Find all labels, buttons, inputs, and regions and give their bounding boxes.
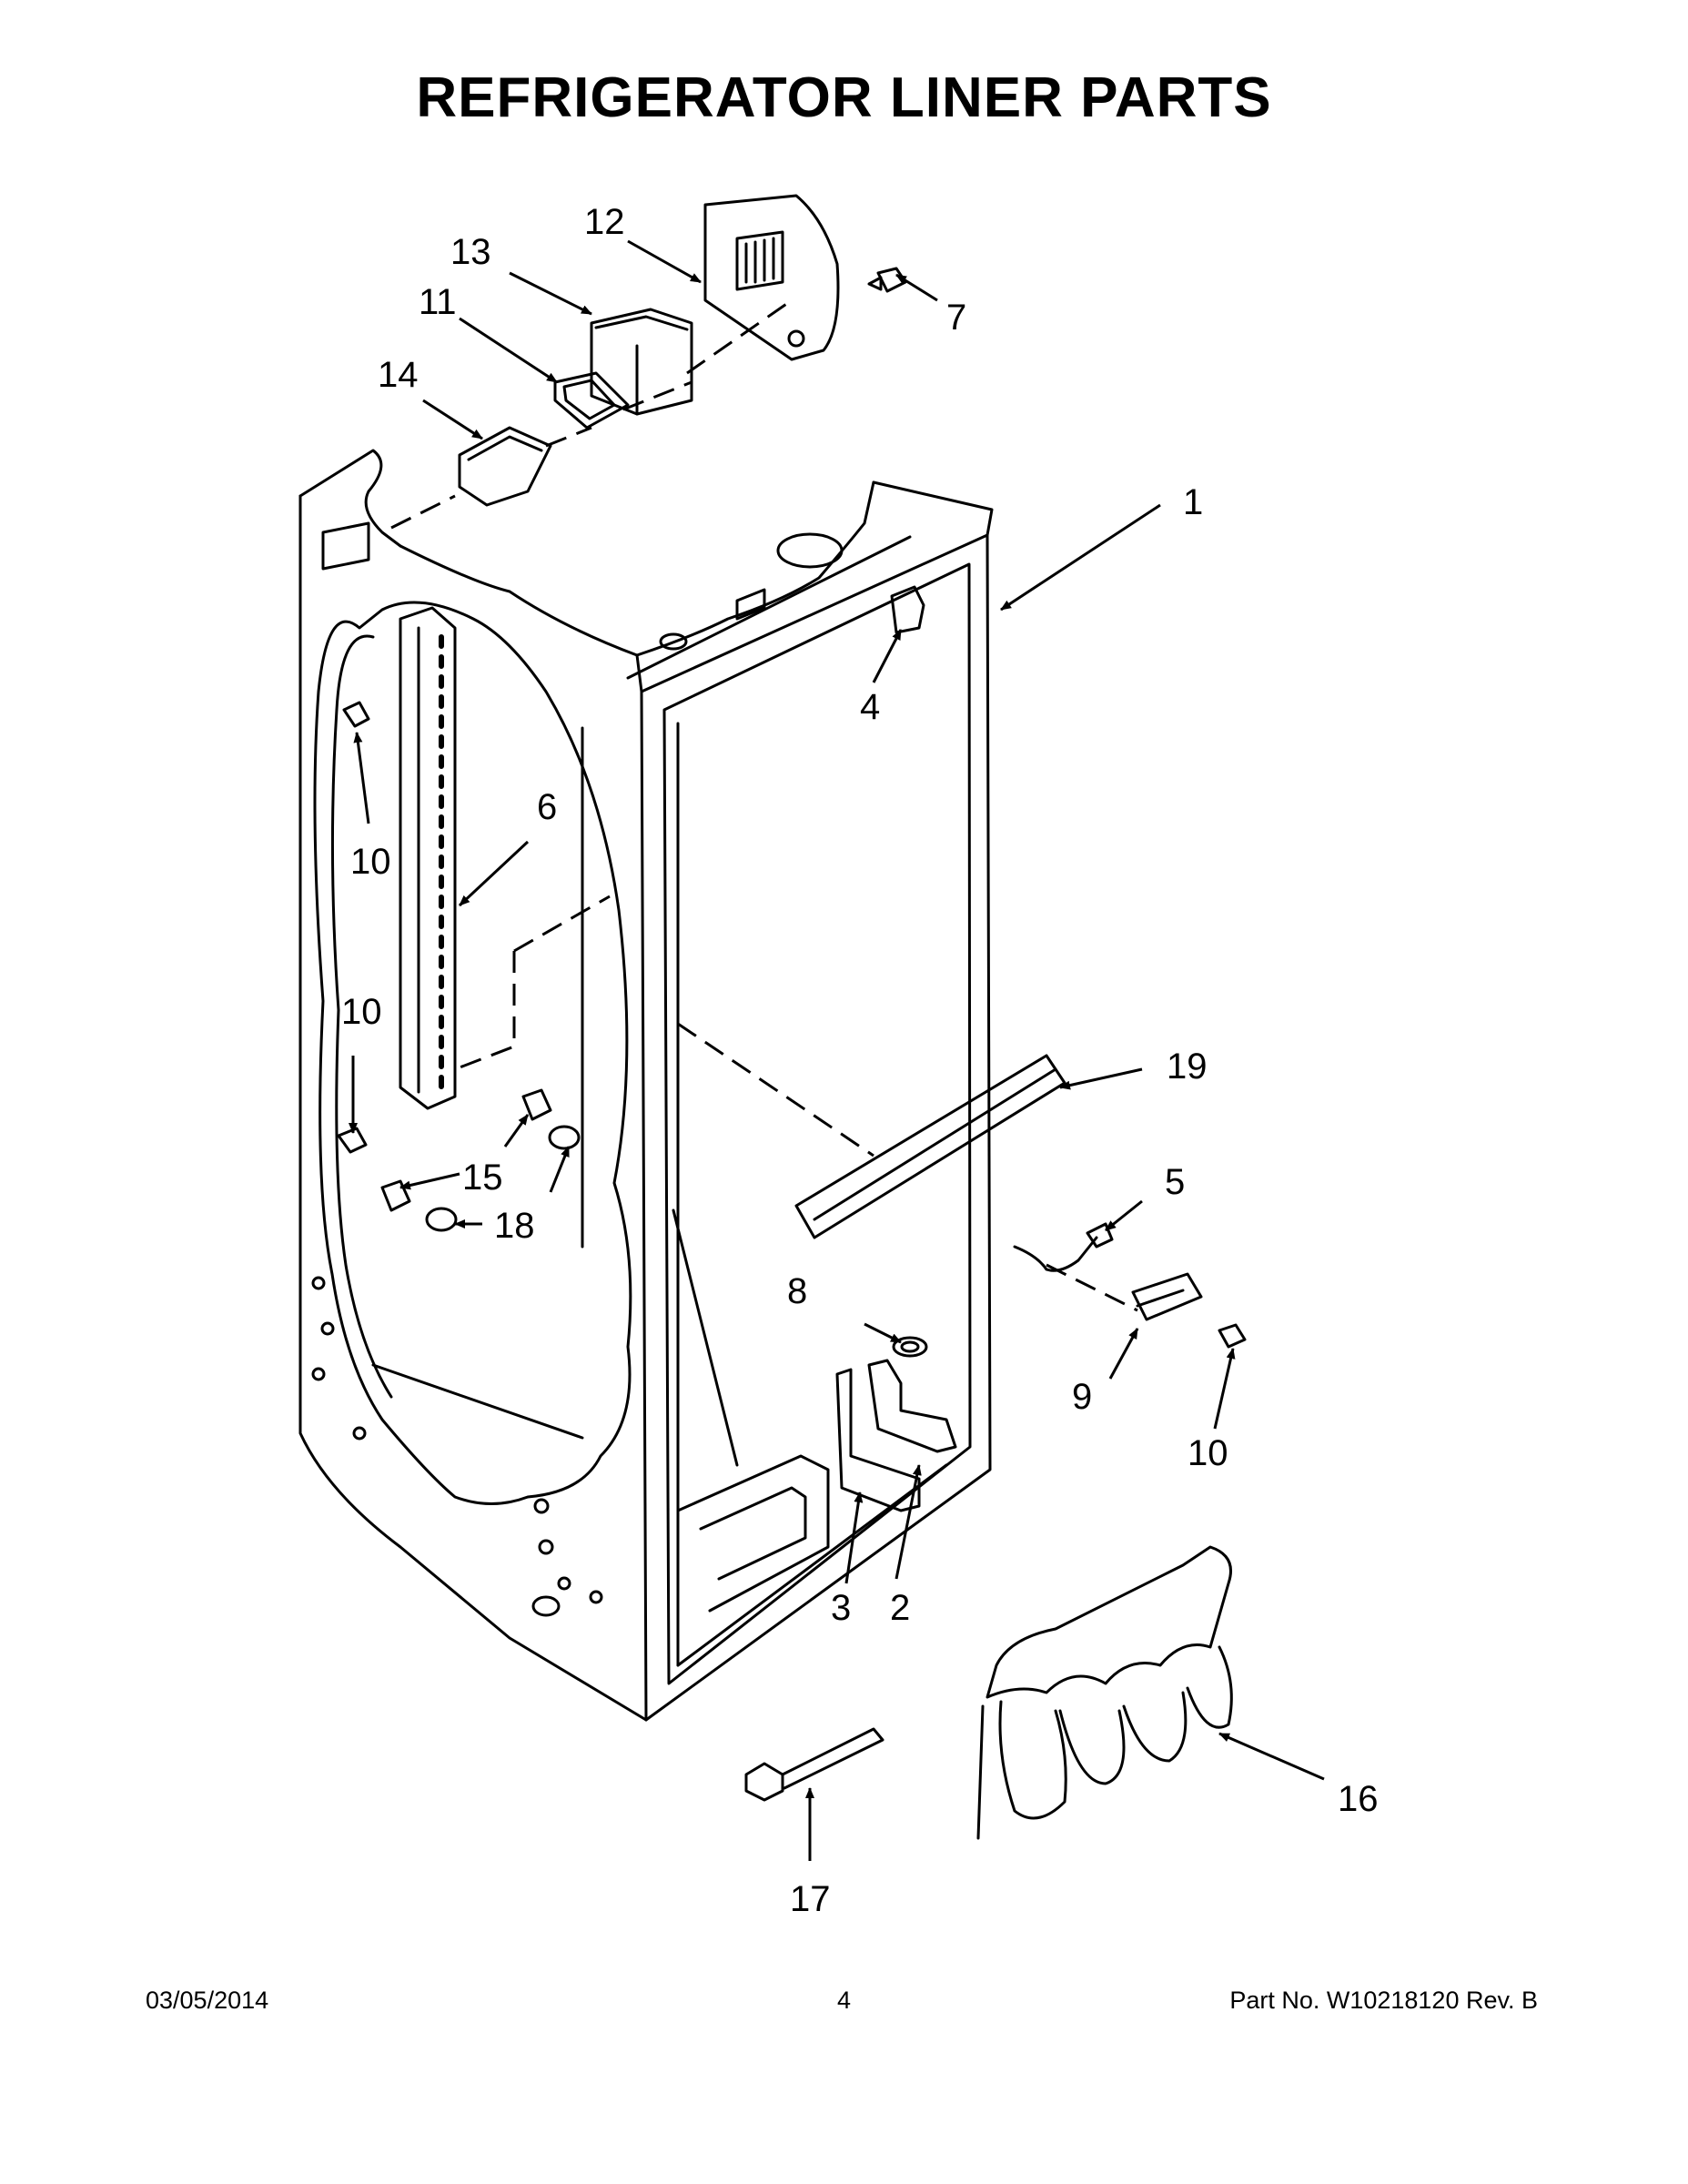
page-title: REFRIGERATOR LINER PARTS bbox=[416, 66, 1272, 129]
callout-7: 7 bbox=[946, 298, 966, 338]
callout-4: 4 bbox=[860, 687, 880, 727]
callout-1: 1 bbox=[1183, 482, 1203, 522]
callout-17: 17 bbox=[790, 1879, 831, 1919]
callout-14: 14 bbox=[378, 355, 419, 395]
callout-9: 9 bbox=[1072, 1377, 1092, 1417]
callout-8: 8 bbox=[787, 1271, 807, 1311]
callout-11: 11 bbox=[419, 282, 457, 322]
refrigerator-liner bbox=[298, 449, 994, 1722]
callout-2: 2 bbox=[890, 1588, 910, 1628]
callout-5: 5 bbox=[1165, 1162, 1185, 1202]
callout-labels: 1 2 3 4 5 6 7 8 9 10 10 10 11 12 13 14 1… bbox=[341, 202, 1379, 1919]
footer-date: 03/05/2014 bbox=[146, 1987, 269, 2014]
callout-15: 15 bbox=[462, 1158, 503, 1198]
alignment-lines bbox=[390, 298, 1138, 1312]
callout-16: 16 bbox=[1338, 1779, 1379, 1819]
footer-page-number: 4 bbox=[836, 1987, 852, 2014]
callout-3: 3 bbox=[831, 1588, 851, 1628]
callout-19: 19 bbox=[1167, 1046, 1208, 1087]
footer-part-number: Part No. W10218120 Rev. B bbox=[1229, 1987, 1538, 2014]
small-parts bbox=[337, 585, 1247, 1840]
callout-10-lower: 10 bbox=[341, 992, 382, 1032]
callout-6: 6 bbox=[537, 787, 557, 827]
callout-12: 12 bbox=[584, 202, 625, 242]
callout-arrows bbox=[349, 239, 1325, 1861]
callout-18: 18 bbox=[494, 1206, 535, 1246]
callout-10-upper: 10 bbox=[350, 842, 391, 882]
callout-13: 13 bbox=[450, 232, 491, 272]
control-housing-assembly bbox=[458, 194, 907, 507]
shelf-ladder-6 bbox=[399, 606, 457, 1110]
callout-10-right: 10 bbox=[1188, 1433, 1228, 1473]
